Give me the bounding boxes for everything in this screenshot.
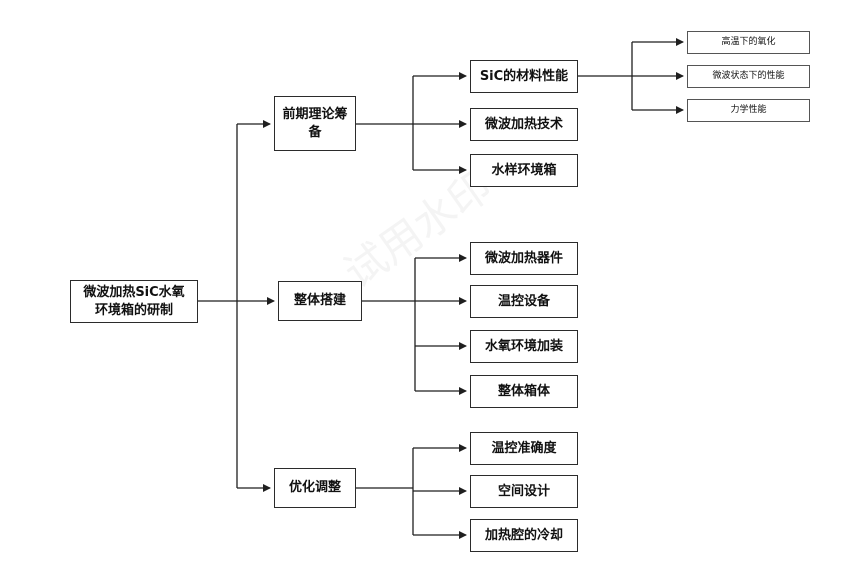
node-high-temp-oxidation: 高温下的氧化 bbox=[687, 31, 810, 54]
node-temperature-control-equipment: 温控设备 bbox=[470, 285, 578, 318]
node-temperature-control-accuracy: 温控准确度 bbox=[470, 432, 578, 465]
node-water-sample-chamber: 水样环境箱 bbox=[470, 154, 578, 187]
node-microwave-heating-tech: 微波加热技术 bbox=[470, 108, 578, 141]
branch-node-overall-build: 整体搭建 bbox=[278, 281, 362, 321]
node-sic-material-properties: SiC的材料性能 bbox=[470, 60, 578, 93]
node-mechanical-properties: 力学性能 bbox=[687, 99, 810, 122]
node-microwave-heating-device: 微波加热器件 bbox=[470, 242, 578, 275]
node-overall-chamber: 整体箱体 bbox=[470, 375, 578, 408]
node-space-design: 空间设计 bbox=[470, 475, 578, 508]
branch-node-optimization: 优化调整 bbox=[274, 468, 356, 508]
node-heating-cavity-cooling: 加热腔的冷却 bbox=[470, 519, 578, 552]
root-node: 微波加热SiC水氧环境箱的研制 bbox=[70, 280, 198, 323]
node-water-oxygen-environment-install: 水氧环境加装 bbox=[470, 330, 578, 363]
branch-node-theory-preparation: 前期理论筹备 bbox=[274, 96, 356, 151]
node-microwave-state-properties: 微波状态下的性能 bbox=[687, 65, 810, 88]
